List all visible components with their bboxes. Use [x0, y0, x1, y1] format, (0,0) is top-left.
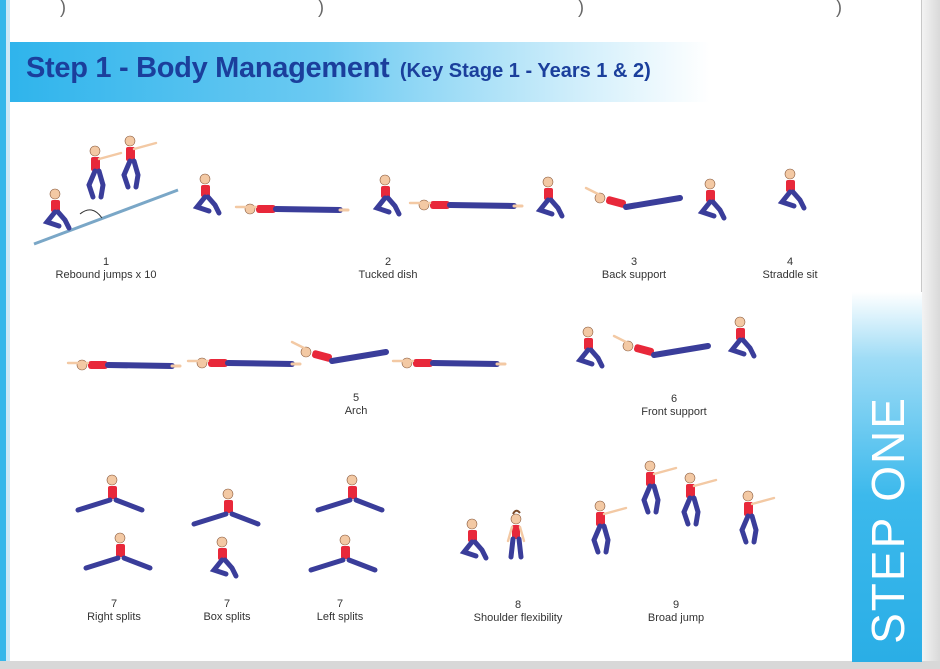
exercise-number: 5: [352, 392, 360, 404]
exercise-label: Arch: [344, 405, 368, 417]
header-band: [10, 42, 710, 102]
exercise-label: Broad jump: [647, 612, 705, 624]
exercise-label: Rebound jumps x 10: [55, 269, 157, 281]
exercise-caption: 7 Right splits: [44, 598, 184, 624]
page-title: Step 1 - Body Management (Key Stage 1 - …: [26, 52, 651, 85]
exercise-caption: 4 Straddle sit: [720, 256, 860, 282]
exercise-label: Back support: [601, 269, 667, 281]
exercise-label: Front support: [641, 406, 707, 418]
exercise-number: 8: [514, 599, 522, 611]
title-main: Step 1 - Body Management: [26, 52, 390, 84]
exercise-number: 6: [670, 393, 678, 405]
exercise-caption: 3 Back support: [564, 256, 704, 282]
exercise-caption: 7 Left splits: [270, 598, 410, 624]
exercise-number: 1: [102, 256, 110, 268]
exercise-caption: 6 Front support: [604, 393, 744, 419]
exercise-label: Box splits: [203, 611, 251, 623]
exercise-label: Right splits: [87, 611, 141, 623]
exercise-label: Left splits: [316, 611, 364, 623]
page-edge-bottom: [0, 661, 940, 669]
exercise-number: 9: [672, 599, 680, 611]
exercise-label: Straddle sit: [762, 269, 818, 281]
exercise-caption: 9 Broad jump: [606, 599, 746, 625]
title-subtitle: (Key Stage 1 - Years 1 & 2): [399, 60, 651, 82]
exercise-number: 4: [786, 256, 794, 268]
left-margin-stripe: [0, 0, 10, 669]
binder-ring-icon: ): [578, 0, 584, 17]
side-band: [852, 292, 922, 662]
exercise-caption: 2 Tucked dish: [318, 256, 458, 282]
exercise-number: 7: [110, 598, 118, 610]
exercise-label: Shoulder flexibility: [473, 612, 563, 624]
exercise-number: 3: [630, 256, 638, 268]
binder-ring-icon: ): [60, 0, 66, 17]
binder-ring-icon: ): [836, 0, 842, 17]
exercise-caption: 7 Box splits: [157, 598, 297, 624]
binder-ring-icon: ): [318, 0, 324, 17]
exercise-number: 7: [336, 598, 344, 610]
exercise-number: 2: [384, 256, 392, 268]
exercise-caption: 1 Rebound jumps x 10: [36, 256, 176, 282]
exercise-label: Tucked dish: [358, 269, 418, 281]
exercise-caption: 8 Shoulder flexibility: [448, 599, 588, 625]
exercise-caption: 5 Arch: [286, 392, 426, 418]
exercise-number: 7: [223, 598, 231, 610]
